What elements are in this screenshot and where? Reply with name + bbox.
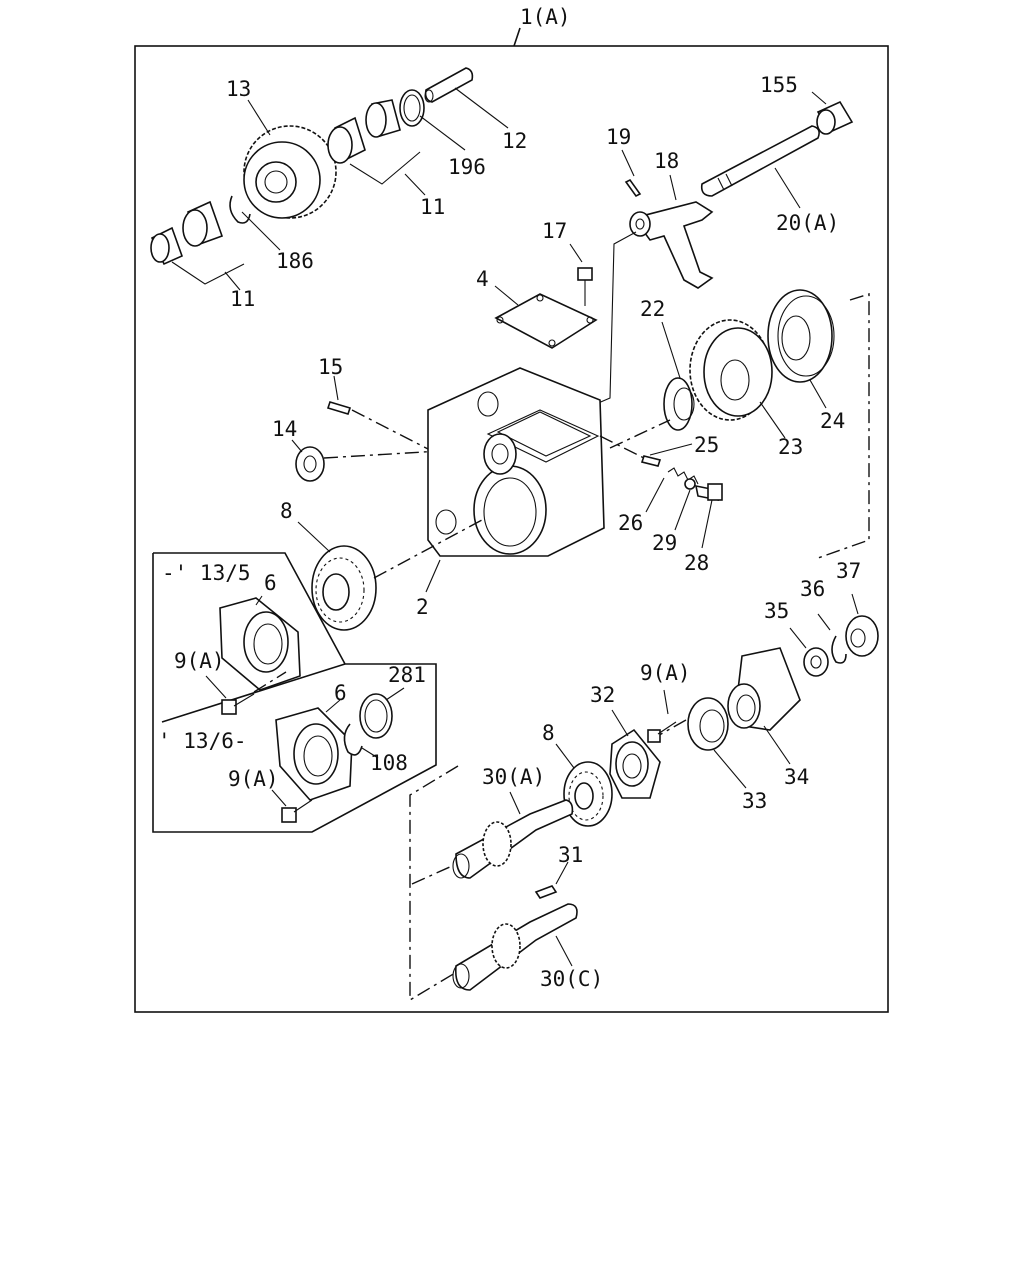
callout-4: 4 xyxy=(476,267,489,291)
housing-2-part xyxy=(427,367,605,557)
nut-37-part xyxy=(845,615,879,657)
callout-108: 108 xyxy=(370,751,408,775)
pin-25-part xyxy=(640,455,662,467)
bolt-28-part xyxy=(694,483,723,502)
cover-4-part xyxy=(494,293,598,349)
callout-32: 32 xyxy=(590,683,615,707)
ring-196-part xyxy=(399,89,425,127)
ring-36-part xyxy=(831,635,847,664)
bolt-9a-lower xyxy=(281,799,313,823)
fork-18-part xyxy=(629,201,714,289)
key-31-part xyxy=(534,885,558,899)
variant-label-from: ' 13/6- xyxy=(158,729,247,753)
callout-8-upper: 8 xyxy=(280,499,293,523)
callout-30a: 30(A) xyxy=(482,765,545,789)
callout-37: 37 xyxy=(836,559,861,583)
callout-31: 31 xyxy=(558,843,583,867)
variant-box: -' 13/5 ' 13/6- xyxy=(152,552,437,833)
callout-30c: 30(C) xyxy=(540,967,603,991)
callout-24: 24 xyxy=(820,409,845,433)
callout-35: 35 xyxy=(764,599,789,623)
gear-13-part xyxy=(243,125,337,219)
callout-25: 25 xyxy=(694,433,719,457)
assembly-leader xyxy=(513,27,521,47)
bearing-8-upper xyxy=(311,545,377,631)
flange-32-part xyxy=(609,728,661,799)
callout-155: 155 xyxy=(760,73,798,97)
callout-11-upper: 11 xyxy=(420,195,445,219)
spring-26-part xyxy=(667,467,699,485)
flange-34-part xyxy=(727,647,801,731)
callout-6-upper: 6 xyxy=(264,571,277,595)
callout-36: 36 xyxy=(800,577,825,601)
bushing-14-part xyxy=(295,446,325,482)
callout-17: 17 xyxy=(542,219,567,243)
callout-9a-upper: 9(A) xyxy=(174,649,225,673)
shaft-30c-part xyxy=(452,903,578,991)
pin-15-part xyxy=(326,401,352,415)
callout-13: 13 xyxy=(226,77,251,101)
shaft-20a-part xyxy=(700,125,820,197)
bearing-11-lower xyxy=(150,200,224,266)
callout-8-lower: 8 xyxy=(542,721,555,745)
bolt-9a-upper xyxy=(221,693,255,715)
sleeve-24-part xyxy=(767,289,835,383)
callout-18: 18 xyxy=(654,149,679,173)
bracket-bottom-left xyxy=(409,765,461,1002)
callout-34: 34 xyxy=(784,765,809,789)
gear-23-part xyxy=(689,319,773,421)
ring-281-part xyxy=(359,693,393,739)
callout-22: 22 xyxy=(640,297,665,321)
variant-label-upto: -' 13/5 xyxy=(162,561,251,585)
snapring-186-part xyxy=(229,195,251,224)
shaft-30a-part xyxy=(452,799,574,879)
bearing-11-upper xyxy=(327,99,401,164)
callout-12: 12 xyxy=(502,129,527,153)
bearing-8-lower xyxy=(563,761,613,827)
callout-9a-lower: 9(A) xyxy=(228,767,279,791)
callout-6-lower: 6 xyxy=(334,681,347,705)
callout-281: 281 xyxy=(388,663,426,687)
washer-22-part xyxy=(663,377,695,431)
callout-19: 19 xyxy=(606,125,631,149)
bolt-17-part xyxy=(577,267,593,306)
washer-35-part xyxy=(803,647,829,677)
callout-9a-right: 9(A) xyxy=(640,661,691,685)
callout-186: 186 xyxy=(276,249,314,273)
bracket-right xyxy=(817,293,870,559)
bolt-9a-right xyxy=(647,721,677,743)
pin-12-part xyxy=(424,67,474,103)
diagram-frame xyxy=(134,45,889,1013)
bushing-155-part xyxy=(816,100,854,135)
callout-14: 14 xyxy=(272,417,297,441)
callout-2: 2 xyxy=(416,595,429,619)
callout-26: 26 xyxy=(618,511,643,535)
callout-15: 15 xyxy=(318,355,343,379)
callout-23: 23 xyxy=(778,435,803,459)
callout-196: 196 xyxy=(448,155,486,179)
callout-28: 28 xyxy=(684,551,709,575)
flange-6-upper xyxy=(219,597,301,691)
seal-33-part xyxy=(687,697,729,751)
assembly-label: 1(A) xyxy=(520,5,571,29)
callout-20a: 20(A) xyxy=(776,211,839,235)
callout-33: 33 xyxy=(742,789,767,813)
callout-11-lower: 11 xyxy=(230,287,255,311)
snapring-108-part xyxy=(343,723,363,756)
callout-29: 29 xyxy=(652,531,677,555)
ball-29-part xyxy=(684,478,696,490)
pin-19-part xyxy=(624,178,642,198)
flange-6-lower xyxy=(275,707,353,801)
